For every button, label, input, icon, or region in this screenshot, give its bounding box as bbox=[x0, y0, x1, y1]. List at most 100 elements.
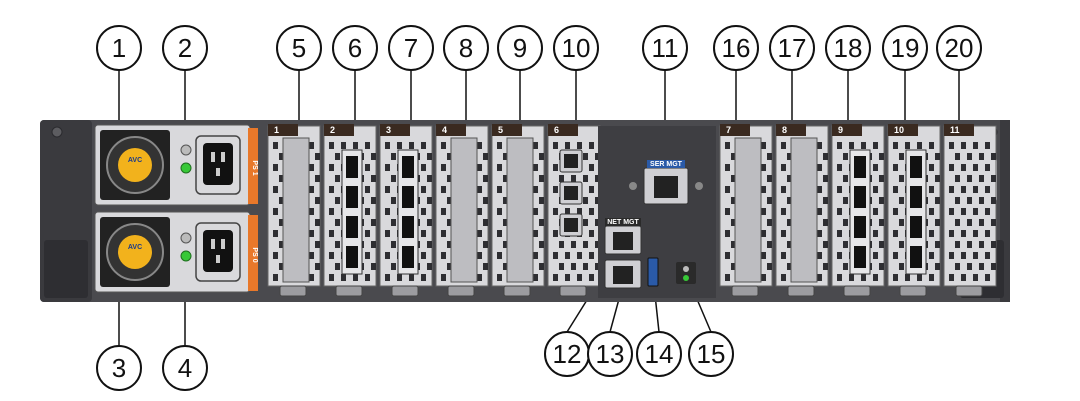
slot-latch bbox=[787, 285, 815, 297]
vent-hole bbox=[767, 153, 772, 160]
vent-hole bbox=[385, 208, 390, 215]
vent-hole bbox=[949, 164, 954, 171]
vent-hole bbox=[335, 153, 340, 160]
vent-hole bbox=[533, 164, 538, 171]
vent-hole bbox=[589, 142, 594, 149]
callout-9: 9 bbox=[497, 25, 543, 71]
filler-card bbox=[282, 137, 310, 283]
vent-hole bbox=[477, 142, 482, 149]
vent-hole bbox=[483, 175, 488, 182]
vent-hole bbox=[973, 208, 978, 215]
vent-hole bbox=[979, 219, 984, 226]
vent-hole bbox=[365, 186, 370, 193]
vent-hole bbox=[503, 263, 508, 270]
vent-hole bbox=[503, 197, 508, 204]
vent-hole bbox=[539, 197, 544, 204]
vent-hole bbox=[371, 219, 376, 226]
callout-circle bbox=[769, 25, 815, 71]
callout-circle bbox=[636, 331, 682, 377]
vent-hole bbox=[447, 219, 452, 226]
vent-hole bbox=[955, 197, 960, 204]
vent-hole bbox=[899, 241, 904, 248]
vent-hole bbox=[421, 208, 426, 215]
vent-hole bbox=[329, 230, 334, 237]
slot-latch bbox=[731, 285, 759, 297]
vent-hole bbox=[979, 153, 984, 160]
rj45-jack bbox=[564, 154, 578, 168]
callout-15: 15 bbox=[688, 331, 734, 377]
vent-hole bbox=[823, 263, 828, 270]
vent-hole bbox=[935, 263, 940, 270]
callout-circle bbox=[388, 25, 434, 71]
vent-hole bbox=[725, 208, 730, 215]
vent-hole bbox=[787, 219, 792, 226]
vent-hole bbox=[961, 164, 966, 171]
vent-hole bbox=[893, 274, 898, 281]
slot-number-label: 6 bbox=[554, 125, 559, 135]
vent-hole bbox=[315, 197, 320, 204]
vent-hole bbox=[781, 252, 786, 259]
pcie-slot-1: 1 bbox=[267, 124, 321, 297]
vent-hole bbox=[589, 252, 594, 259]
vent-hole bbox=[985, 230, 990, 237]
sfp-cage bbox=[397, 149, 419, 275]
pcie-slot-4: 4 bbox=[435, 124, 489, 297]
sfp-port bbox=[402, 246, 414, 268]
vent-hole bbox=[385, 142, 390, 149]
callout-circle bbox=[96, 345, 142, 391]
callout-circle bbox=[497, 25, 543, 71]
sfp-port bbox=[910, 216, 922, 238]
slot-number-label: 9 bbox=[838, 125, 843, 135]
vent-hole bbox=[397, 142, 402, 149]
fan-brand-label: AVC bbox=[128, 244, 142, 251]
sfp-port bbox=[854, 186, 866, 208]
callout-circle bbox=[882, 25, 928, 71]
vent-hole bbox=[873, 274, 878, 281]
callout-number: 1 bbox=[112, 33, 126, 63]
vent-hole bbox=[949, 186, 954, 193]
vent-hole bbox=[985, 274, 990, 281]
callout-number: 14 bbox=[645, 339, 674, 369]
vent-hole bbox=[365, 274, 370, 281]
vent-hole bbox=[873, 230, 878, 237]
vent-hole bbox=[955, 241, 960, 248]
sfp-port bbox=[910, 246, 922, 268]
vent-hole bbox=[991, 241, 996, 248]
vent-hole bbox=[335, 219, 340, 226]
vent-hole bbox=[843, 241, 848, 248]
vent-hole bbox=[843, 263, 848, 270]
vent-hole bbox=[843, 175, 848, 182]
vent-hole bbox=[391, 175, 396, 182]
vent-hole bbox=[879, 219, 884, 226]
vent-hole bbox=[935, 219, 940, 226]
vent-hole bbox=[559, 175, 564, 182]
vent-hole bbox=[483, 197, 488, 204]
vent-hole bbox=[577, 208, 582, 215]
vent-hole bbox=[929, 230, 934, 237]
vent-hole bbox=[273, 230, 278, 237]
vent-hole bbox=[533, 252, 538, 259]
vent-hole bbox=[817, 142, 822, 149]
vent-hole bbox=[365, 252, 370, 259]
vent-hole bbox=[725, 142, 730, 149]
vent-hole bbox=[441, 230, 446, 237]
vent-hole bbox=[309, 208, 314, 215]
vent-hole bbox=[781, 208, 786, 215]
vent-hole bbox=[589, 208, 594, 215]
vent-hole bbox=[961, 208, 966, 215]
vent-hole bbox=[873, 208, 878, 215]
vent-hole bbox=[973, 252, 978, 259]
vent-hole bbox=[837, 208, 842, 215]
vent-hole bbox=[539, 263, 544, 270]
vent-hole bbox=[385, 186, 390, 193]
callout-circle bbox=[642, 25, 688, 71]
vent-hole bbox=[477, 252, 482, 259]
vent-hole bbox=[879, 197, 884, 204]
vent-hole bbox=[873, 164, 878, 171]
vent-hole bbox=[761, 142, 766, 149]
callout-number: 19 bbox=[891, 33, 920, 63]
vent-hole bbox=[595, 197, 600, 204]
net-mgt-label: NET MGT bbox=[607, 219, 639, 226]
vent-hole bbox=[279, 263, 284, 270]
vent-hole bbox=[553, 208, 558, 215]
